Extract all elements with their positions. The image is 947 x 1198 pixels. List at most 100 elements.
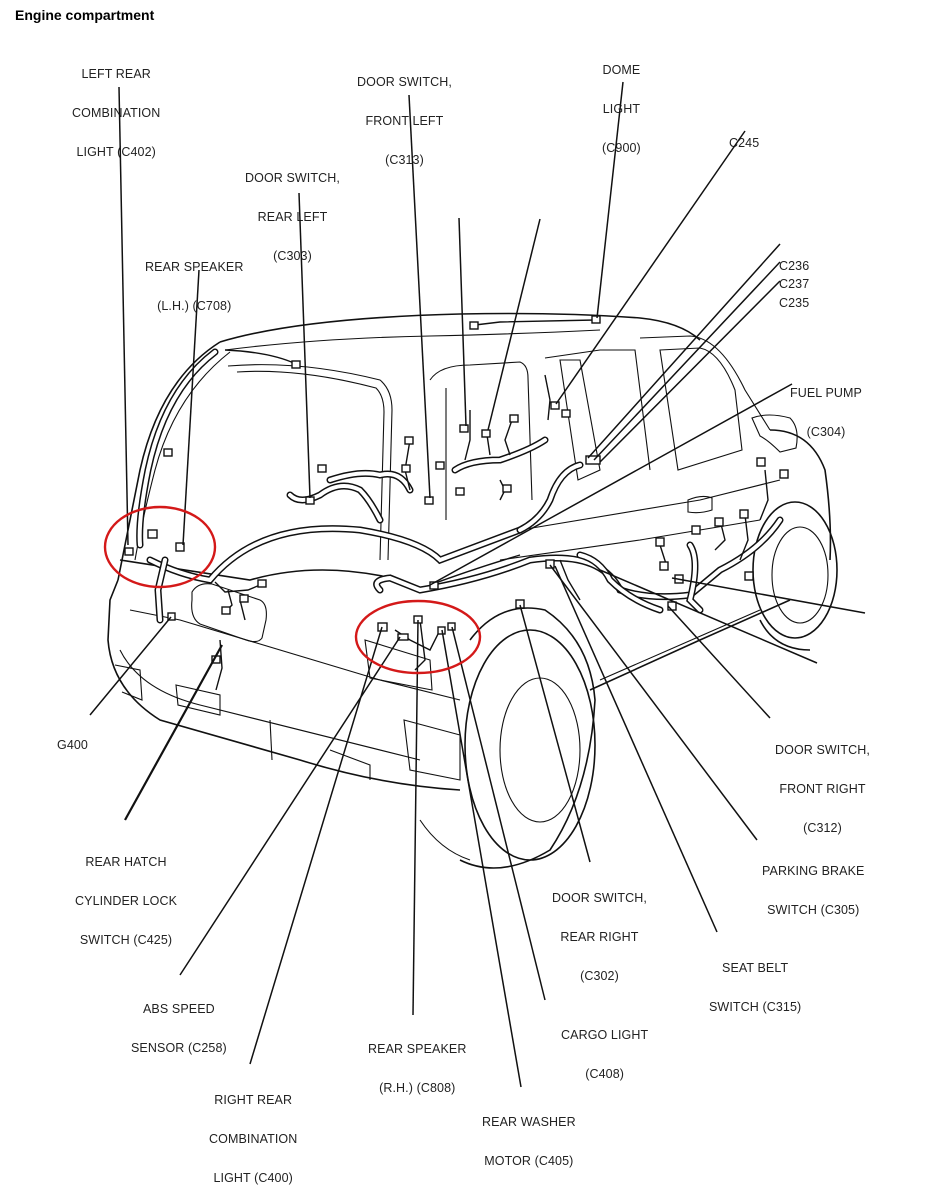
leader-g400: [89, 616, 172, 716]
label-c236: C236: [779, 234, 809, 286]
connector-c245: [550, 401, 560, 410]
harness-door-right-inner: [687, 543, 702, 612]
wire-fuel-pump: [759, 469, 769, 521]
label-line: (C900): [602, 141, 641, 155]
label-line: SEAT BELT: [722, 961, 789, 975]
wire-roof-hatch: [224, 349, 297, 365]
label-cargo-light: CARGO LIGHT (C408): [561, 1003, 648, 1094]
connector-fuel-pump-1: [756, 457, 766, 467]
leader-c808: [412, 619, 419, 1016]
connector-quarter-2: [401, 464, 411, 473]
front-wheel: [752, 501, 838, 639]
label-line: C245: [729, 136, 760, 150]
leader-c315: [554, 565, 718, 933]
label-line: C235: [779, 296, 810, 310]
harness-floor-branch: [576, 551, 664, 614]
wire-c-pillar-1: [464, 410, 471, 461]
label-line: SWITCH (C305): [767, 903, 860, 917]
connector-hatch-pillar: [163, 448, 173, 457]
label-line: DOOR SWITCH,: [775, 743, 870, 757]
license-lamp: [175, 684, 221, 716]
leader-c236: [587, 243, 781, 459]
connector-c-pillar-4: [455, 487, 465, 496]
rear-door-glass: [559, 359, 601, 481]
front-door-window: [639, 335, 771, 431]
connector-front-door-3: [691, 525, 701, 535]
connector-rear-left-door-1: [317, 464, 327, 473]
label-line: (R.H.) (C808): [379, 1081, 456, 1095]
connector-c708: [175, 542, 185, 552]
right-rear-highlight-circle: [354, 599, 482, 675]
wire-dome: [474, 319, 596, 326]
connector-front-door-2: [714, 517, 724, 527]
roof-inner-line: [224, 329, 601, 351]
leader-extra-front-2: [599, 569, 818, 664]
label-line: COMBINATION: [209, 1132, 298, 1146]
side-mirror: [751, 414, 798, 453]
connector-c-pillar-2: [481, 429, 491, 438]
bumper-reflector: [329, 749, 371, 780]
connector-c315: [545, 559, 555, 569]
label-fuel-pump: FUEL PUMP (C304): [790, 361, 862, 452]
leader-c408: [451, 626, 546, 1001]
wire-license: [214, 581, 261, 593]
label-line: REAR HATCH: [85, 855, 167, 869]
harness-c-pillar-inner: [453, 438, 547, 472]
label-door-switch-front-left: DOOR SWITCH, FRONT LEFT (C313): [357, 50, 452, 180]
body-side-crease: [519, 479, 781, 531]
leader-c237: [593, 261, 781, 461]
leader-c-pillar-2: [487, 218, 541, 431]
label-line: REAR SPEAKER: [368, 1042, 467, 1056]
label-line: C237: [779, 277, 810, 291]
rear-tire-bottom: [419, 819, 471, 861]
label-line: DOOR SWITCH,: [357, 75, 452, 89]
connectors: [124, 315, 789, 664]
leader-c-pillar-1: [458, 217, 467, 427]
leader-c258: [179, 636, 401, 976]
label-g400: G400: [57, 713, 88, 765]
leader-extra-front-1: [671, 577, 866, 614]
label-c245: C245: [729, 111, 759, 163]
label-line: FRONT RIGHT: [779, 782, 866, 796]
label-line: (C302): [580, 969, 619, 983]
label-line: G400: [57, 738, 88, 752]
connector-license-1: [257, 579, 267, 588]
left-reflector: [114, 664, 143, 701]
label-rear-hatch-cylinder-lock-switch: REAR HATCH CYLINDER LOCK SWITCH (C425): [75, 830, 177, 960]
right-tail-light: [364, 639, 433, 691]
harness-rear-left-door-inner: [288, 484, 382, 522]
harness-b-pillar-inner: [518, 463, 582, 532]
leader-c900: [596, 81, 624, 319]
rear-bumper-outline: [107, 579, 461, 791]
label-line: DOOR SWITCH,: [552, 891, 647, 905]
connector-c302: [515, 599, 525, 609]
label-seat-belt-switch: SEAT BELT SWITCH (C315): [709, 936, 801, 1027]
rear-wheel-rim: [499, 677, 581, 823]
front-fender: [769, 429, 832, 561]
leader-c708: [182, 269, 200, 546]
wire-license-3: [239, 599, 246, 621]
label-door-switch-front-right: DOOR SWITCH, FRONT RIGHT (C312): [775, 718, 870, 848]
label-line: SWITCH (C425): [79, 933, 173, 947]
harness-floor-branch-inner: [578, 553, 662, 612]
connector-floor-1: [655, 537, 665, 547]
rear-bumper-mid: [119, 649, 421, 761]
label-line: (C312): [803, 821, 842, 835]
connector-c408: [447, 622, 456, 631]
label-line: COMBINATION: [72, 106, 161, 120]
wire-front-door-2: [739, 514, 749, 561]
leader-lines: [89, 81, 866, 1088]
rear-wheel-arch: [459, 607, 596, 869]
connector-c312: [667, 601, 677, 611]
connector-dome-light: [591, 315, 601, 324]
rocker-panel: [589, 599, 791, 691]
connector-c-pillar: [435, 461, 445, 470]
rear-glass-inner: [236, 370, 385, 561]
connector-left-corner: [124, 547, 134, 556]
harness-rear-cross-inner: [148, 526, 522, 583]
connector-front-floor: [744, 571, 754, 581]
connector-g400: [167, 612, 176, 621]
label-line: ABS SPEED: [143, 1002, 215, 1016]
rear-glass: [227, 364, 393, 561]
